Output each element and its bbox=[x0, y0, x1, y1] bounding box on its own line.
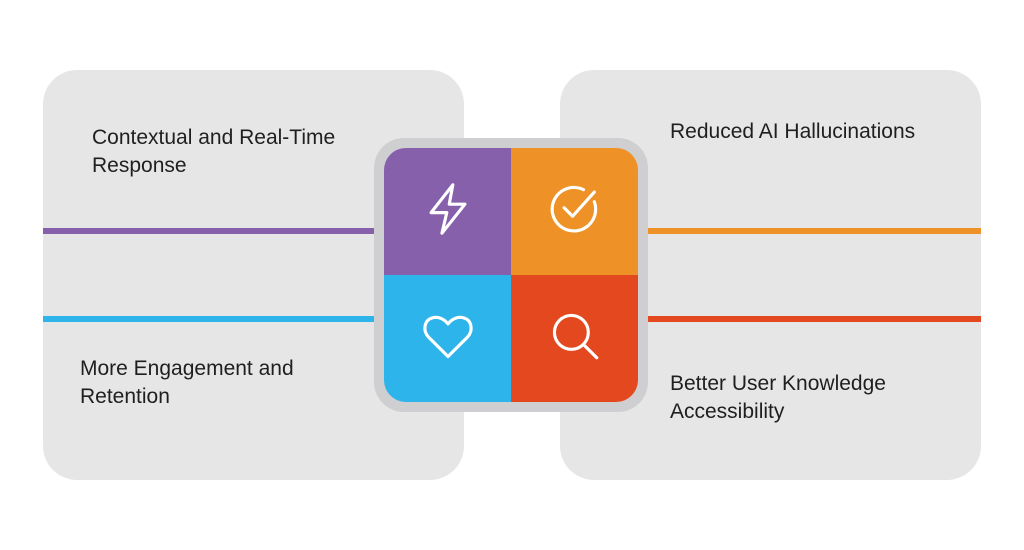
benefit-label-top-right: Reduced AI Hallucinations bbox=[670, 120, 916, 143]
check-circle-icon bbox=[546, 180, 604, 243]
benefit-label-bottom-right: Better User Knowledge Accessibility bbox=[670, 372, 886, 423]
tile-bottom-right bbox=[511, 275, 638, 402]
lightning-icon bbox=[419, 180, 477, 243]
connector-line-top-left bbox=[43, 228, 388, 234]
benefit-label-bottom-left: More Engagement and Retention bbox=[80, 357, 294, 408]
connector-line-bottom-right bbox=[636, 316, 981, 322]
search-icon bbox=[546, 307, 604, 370]
benefit-label-top-left: Contextual and Real-Time Response bbox=[92, 126, 336, 177]
icon-grid bbox=[384, 148, 638, 402]
tile-top-left bbox=[384, 148, 511, 275]
tile-bottom-left bbox=[384, 275, 511, 402]
heart-icon bbox=[419, 307, 477, 370]
connector-line-bottom-left bbox=[43, 316, 388, 322]
tile-top-right bbox=[511, 148, 638, 275]
connector-line-top-right bbox=[636, 228, 981, 234]
